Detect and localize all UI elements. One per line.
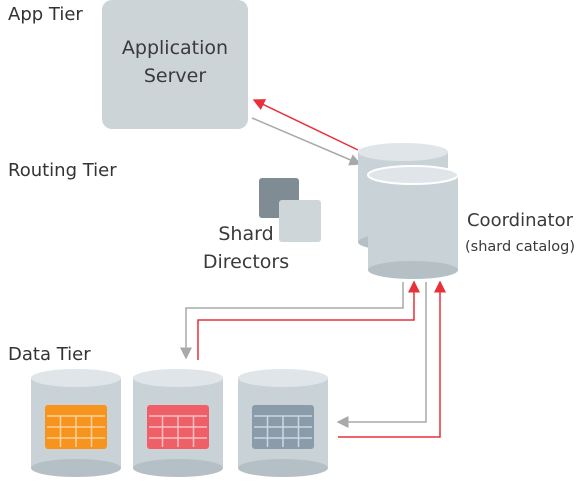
data-tier-shards [31, 369, 328, 477]
table-icon [252, 405, 314, 449]
coordinator-cylinder-front [367, 165, 459, 279]
application-server-line1: Application [121, 37, 229, 59]
coordinator-line2: (shard catalog) [465, 239, 575, 255]
routing-tier-label: Routing Tier [8, 160, 117, 181]
shard-directors-line1: Shard [218, 223, 274, 245]
application-server-label: Application Server [102, 34, 248, 90]
shard-directors-label: Shard Directors [196, 220, 296, 276]
shard-director-icon-front [279, 200, 321, 242]
table-icon [147, 405, 209, 449]
arrow-shard3-to-coordinator [338, 280, 446, 438]
data-tier-label: Data Tier [8, 344, 91, 365]
arrow-coordinator-to-app [252, 99, 359, 151]
shard-database-3 [238, 369, 328, 477]
application-server-line2: Server [143, 65, 207, 87]
shard-database-2 [133, 369, 223, 477]
coordinator-line1: Coordinator [466, 210, 573, 231]
arrow-coordinator-to-shard1 [180, 282, 404, 360]
coordinator-label: Coordinator (shard catalog) [456, 208, 584, 260]
app-tier-label: App Tier [8, 4, 83, 25]
application-server-box [102, 0, 248, 129]
arrow-coordinator-to-shard3 [336, 282, 427, 428]
shard-directors-line2: Directors [202, 251, 290, 273]
shard-database-1 [31, 369, 121, 477]
table-icon [45, 405, 107, 449]
arrow-shard2-to-coordinator [197, 280, 420, 360]
arrow-app-to-coordinator [251, 117, 362, 166]
